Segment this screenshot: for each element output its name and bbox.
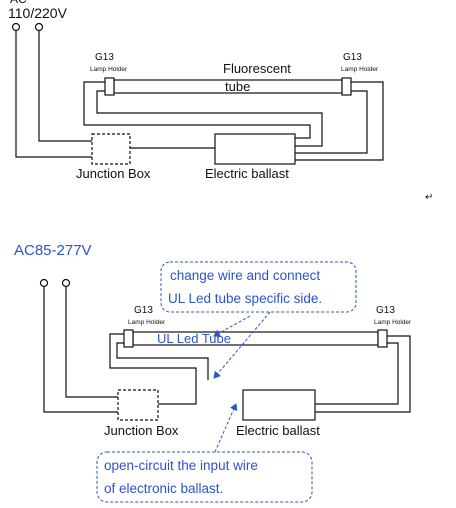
top-junction-box [91, 133, 131, 165]
callout-bottom-bubble [96, 451, 313, 503]
bottom-holder-right-code: G13 [376, 305, 395, 316]
bottom-junction-box-label: Junction Box [104, 423, 179, 438]
bottom-lamp-holder-right [377, 329, 388, 348]
callout-bottom-line1: open-circuit the input wire [104, 458, 258, 473]
top-holder-left-code: G13 [95, 52, 114, 63]
top-holder-left-label: Lamp Holder [90, 66, 128, 73]
bottom-ballast-label: Electric ballast [236, 423, 320, 438]
bottom-holder-left-label: Lamp Holder [128, 319, 166, 326]
top-diagram: AC 110/220V G13 Lamp Holder G13 [8, 0, 433, 203]
bottom-electric-ballast [242, 389, 316, 421]
top-junction-box-label: Junction Box [76, 166, 151, 181]
callout-arrow-to-junction [213, 311, 271, 379]
callout-top-bubble [160, 261, 357, 313]
callout-arrow-to-tube [213, 315, 251, 337]
top-tube-wires [83, 81, 384, 161]
return-mark: ↵ [425, 192, 433, 203]
callout-top-line1: change wire and connect [170, 268, 320, 283]
bottom-voltage-label: AC85-277V [14, 242, 92, 259]
bottom-terminal-left [39, 278, 49, 288]
bottom-holder-right-label: Lamp Holder [374, 319, 412, 326]
top-lamp-holder-right [341, 77, 352, 96]
top-holder-right-code: G13 [343, 52, 362, 63]
bottom-tube-label: UL Led Tube [157, 331, 231, 346]
top-lamp-holder-left [104, 77, 115, 96]
bottom-lamp-holder-left [123, 329, 134, 348]
bottom-tube-wires [109, 333, 411, 413]
top-electric-ballast [214, 133, 296, 165]
bottom-junction-box [117, 389, 159, 421]
callout-top-line2: UL Led tube specific side. [168, 291, 322, 306]
callout-bottom-line2: of electronic ballast. [104, 481, 223, 496]
top-voltage-label: 110/220V [8, 5, 68, 21]
bottom-diagram: AC85-277V change [14, 242, 412, 503]
callout-arrows [213, 311, 271, 453]
bottom-holder-left-code: G13 [134, 305, 153, 316]
bottom-supply-wires [43, 287, 118, 413]
callout-arrow-to-ballast [214, 403, 238, 453]
top-tube-label-line1: Fluorescent [223, 61, 291, 76]
top-tube-label-line2: tube [225, 79, 250, 94]
bottom-terminal-right [61, 278, 71, 288]
top-ballast-label: Electric ballast [205, 166, 289, 181]
top-holder-right-label: Lamp Holder [341, 66, 379, 73]
top-voltage-prefix: AC [10, 0, 27, 6]
top-terminal-right [34, 22, 44, 32]
top-supply-wires [15, 31, 215, 158]
top-terminal-left [11, 22, 21, 32]
